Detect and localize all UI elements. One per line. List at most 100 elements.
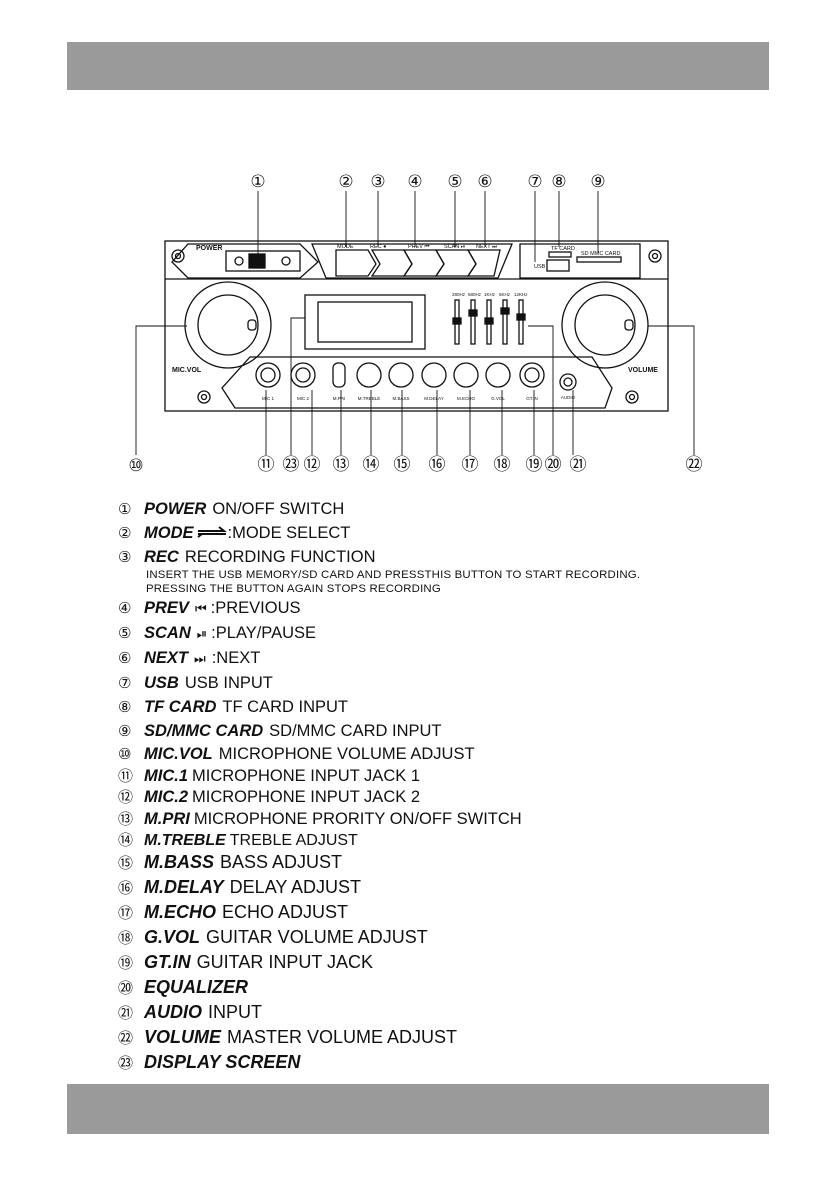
knob-label: M.BASS xyxy=(392,396,409,401)
power-switch-housing xyxy=(225,250,301,272)
prev-label: PREV ⏮ xyxy=(408,244,430,250)
panel-frame xyxy=(164,240,669,412)
mode-arrows-icon xyxy=(196,524,228,542)
gtin-jack[interactable] xyxy=(519,362,545,388)
legend-number: ② xyxy=(118,524,132,542)
mic1-jack[interactable] xyxy=(255,362,281,388)
equalizer: 280Hz 680Hz 1KHz 5KHz 12KHz xyxy=(452,292,528,345)
legend-number: ⑲ xyxy=(118,954,134,972)
legend-desc: TREBLE ADJUST xyxy=(229,832,358,849)
mdelay-knob[interactable] xyxy=(421,362,447,388)
panel-diagram: POWER MODE REC ● PREV ⏮ SCAN ⏯ NEXT ⏭ US… xyxy=(128,172,703,476)
legend-number: ㉑ xyxy=(118,1004,134,1022)
legend-number: ⑮ xyxy=(118,854,134,872)
callout-number: ⑫ xyxy=(304,455,321,475)
legend-desc: ECHO ADJUST xyxy=(222,902,349,922)
power-switch[interactable] xyxy=(248,253,266,269)
legend-term: MODE xyxy=(144,524,194,542)
callout-number: ⑩ xyxy=(128,456,143,476)
eq-slider[interactable] xyxy=(452,317,462,325)
eq-slider[interactable] xyxy=(484,317,494,325)
mbass-knob[interactable] xyxy=(388,362,414,388)
callout-number: ③ xyxy=(370,172,385,192)
legend-item: ⑳ EQUALIZER xyxy=(118,975,640,1000)
tfcard-slot[interactable] xyxy=(548,251,572,258)
callout-number: ⑪ xyxy=(258,455,275,475)
legend-number: ⑨ xyxy=(118,722,132,740)
legend-number: ⑩ xyxy=(118,745,132,763)
callout-number: ㉑ xyxy=(570,455,587,475)
knob-label: G.VOL xyxy=(491,396,505,401)
volume-knob[interactable] xyxy=(574,294,636,356)
eq-band-1: 280Hz xyxy=(452,292,466,297)
callout-number: ⑦ xyxy=(527,172,542,192)
tfcard-label: TF CARD xyxy=(551,246,575,252)
eq-slider[interactable] xyxy=(516,313,526,321)
mode-label: MODE xyxy=(337,244,354,250)
volume-ring xyxy=(561,281,649,369)
legend-term: M.TREBLE xyxy=(144,832,226,849)
audio-jack[interactable] xyxy=(559,373,577,391)
legend-subtext: INSERT THE USB MEMORY/SD CARD AND PRESST… xyxy=(146,569,641,581)
mic2-jack[interactable] xyxy=(290,362,316,388)
next-label: NEXT ⏭ xyxy=(476,244,497,250)
callout-number: ㉓ xyxy=(283,455,300,475)
legend-desc: :MODE SELECT xyxy=(227,524,351,542)
mecho-knob[interactable] xyxy=(453,362,479,388)
footer-bar xyxy=(67,1084,769,1134)
legend-term: EQUALIZER xyxy=(144,977,249,997)
knob-label: M.ECHO xyxy=(457,396,475,401)
power-plate xyxy=(171,243,319,279)
mpri-switch[interactable] xyxy=(332,362,346,388)
legend-desc: MICROPHONE INPUT JACK 2 xyxy=(192,788,420,806)
legend-number: ⑰ xyxy=(118,904,134,922)
callout-number: ㉒ xyxy=(686,455,703,475)
knob-label: GT.IN xyxy=(526,396,538,401)
legend-number: ⑭ xyxy=(118,831,134,849)
legend-number: ⑪ xyxy=(118,767,134,785)
legend-desc: MASTER VOLUME ADJUST xyxy=(227,1027,458,1047)
mtreble-knob[interactable] xyxy=(356,362,382,388)
legend-term: PREV xyxy=(144,599,189,617)
usb-port[interactable] xyxy=(546,259,570,272)
knob-label: MIC 2 xyxy=(297,396,309,401)
mode-button[interactable] xyxy=(335,249,377,277)
legend-number: ① xyxy=(118,500,132,518)
legend-number: ⑫ xyxy=(118,788,134,806)
legend-desc: RECORDING FUNCTION xyxy=(184,548,376,566)
legend-desc: GUITAR VOLUME ADJUST xyxy=(206,927,428,947)
sdmmc-label: SD MMC CARD xyxy=(581,251,620,257)
knob-label: M.DELAY xyxy=(424,396,443,401)
legend-desc: ON/OFF SWITCH xyxy=(212,500,345,518)
legend-number: ⑧ xyxy=(118,698,132,716)
legend-number: ㉒ xyxy=(118,1029,134,1047)
callout-number: ④ xyxy=(407,172,422,192)
legend-subtext: PRESSING THE BUTTON AGAIN STOPS RECORDIN… xyxy=(146,583,441,595)
legend-term: M.DELAY xyxy=(144,877,224,897)
sdmmc-slot[interactable] xyxy=(576,256,622,263)
legend-number: ⑦ xyxy=(118,674,132,692)
eq-slider[interactable] xyxy=(468,309,478,317)
volume-label: VOLUME xyxy=(628,367,658,374)
legend-term: NEXT xyxy=(144,649,189,667)
next-button[interactable] xyxy=(466,249,501,277)
legend-term: DISPLAY SCREEN xyxy=(144,1052,301,1072)
legend-desc: :PREVIOUS xyxy=(210,599,301,617)
gvol-knob[interactable] xyxy=(485,362,511,388)
legend-number: ⑳ xyxy=(118,979,134,997)
eq-slider[interactable] xyxy=(500,307,510,315)
legend-desc: :NEXT xyxy=(211,649,261,667)
legend-term: AUDIO xyxy=(144,1002,202,1022)
screw-icons xyxy=(171,249,662,404)
legend-term: MIC.1 xyxy=(144,767,189,785)
knob-label: MIC 1 xyxy=(262,396,274,401)
mic-vol-knob[interactable] xyxy=(197,294,259,356)
